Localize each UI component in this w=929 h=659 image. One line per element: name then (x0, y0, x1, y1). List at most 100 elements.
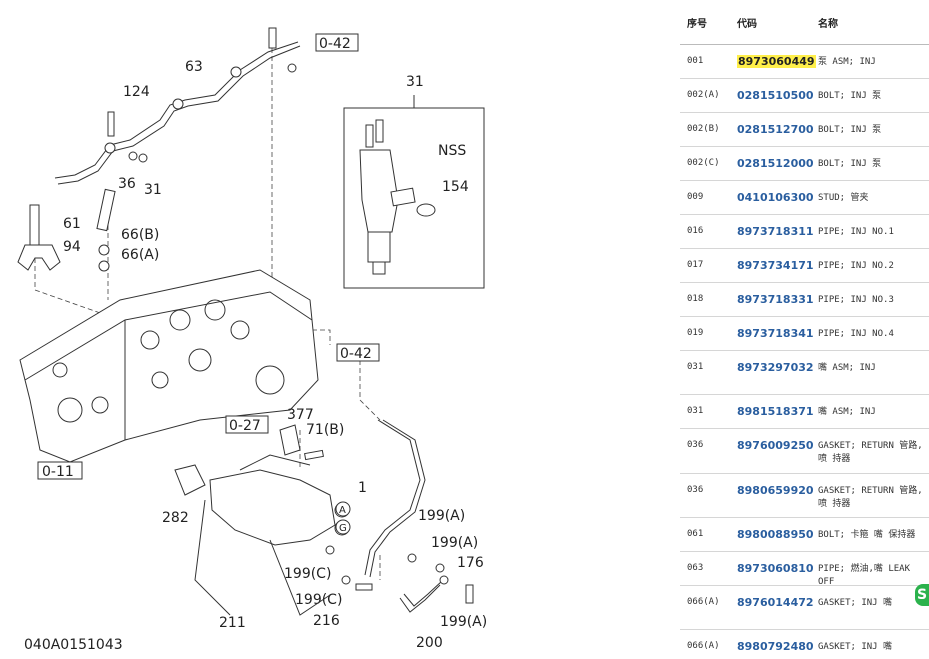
injector-terminal (375, 119, 384, 143)
row-seq: 031 (687, 362, 704, 372)
row-seq: 036 (687, 440, 704, 450)
part-code-text: 8973734171 (737, 259, 814, 272)
callout-66b: 66(B) (121, 227, 159, 243)
row-part-name: 嘴 ASM; INJ (818, 407, 876, 417)
ref-box-0-27[interactable]: 0-27 (225, 415, 269, 434)
callout-36: 36 (118, 176, 136, 192)
part-code-link[interactable]: 0281510500 (730, 79, 814, 102)
header-seq: 序号 (687, 18, 707, 30)
part-code-text: 8973297032 (737, 361, 814, 374)
row-part-name: BOLT; 卡箍 嘴 保持器 (818, 530, 916, 540)
marker-a: A (335, 501, 351, 517)
row-part-name: GASKET; RETURN 管路,喷 持器 (818, 486, 923, 509)
clamp-94 (17, 244, 61, 271)
row-seq: 031 (687, 406, 704, 416)
part-code-link[interactable]: 8980088950 (730, 518, 814, 541)
injection-pump-edge (239, 454, 311, 471)
row-seq: 009 (687, 192, 704, 202)
row-part-name: 泵 ASM; INJ (818, 57, 876, 67)
part-code-link[interactable]: 8973060810 (730, 552, 814, 575)
part-code-link[interactable]: 8973718331 (730, 283, 814, 306)
ref-box-0-11[interactable]: 0-11 (37, 461, 83, 480)
part-code-link[interactable]: 8976014472 (730, 586, 814, 609)
gasket-199c (341, 575, 351, 585)
fuel-hose-200 (399, 584, 441, 613)
callout-199c-2: 199(C) (295, 592, 342, 608)
gasket-66b (98, 244, 110, 256)
row-seq: 066(A) (687, 641, 720, 651)
row-seq: 002(A) (687, 90, 720, 100)
part-code-link[interactable]: 8973060449 (730, 45, 816, 68)
floating-widget-icon[interactable]: S (915, 584, 929, 606)
part-code-text: 8973718331 (737, 293, 814, 306)
row-part-name: GASKET; INJ 嘴 (818, 598, 893, 608)
gasket-199a (407, 553, 417, 563)
callout-94: 94 (63, 239, 81, 255)
ref-box-0-42-top[interactable]: 0-42 (315, 33, 359, 52)
injector-terminal (365, 124, 374, 148)
header-code: 代码 (737, 18, 757, 30)
parts-table-header: 序号 代码 名称 (680, 0, 929, 45)
part-code-text: 8980792480 (737, 640, 814, 653)
table-row[interactable]: 031 8981518371 嘴 ASM; INJ (680, 395, 929, 429)
part-code-text: 8973060449 (737, 55, 816, 68)
svg-text:G: G (339, 523, 347, 534)
part-code-text: 8976014472 (737, 596, 814, 609)
injector-nozzle-body (367, 231, 391, 263)
callout-211: 211 (219, 615, 246, 631)
exploded-parts-diagram: 0-42 0-42 0-27 0-11 31 63 124 36 31 61 9… (17, 27, 487, 653)
injector-tip (372, 261, 386, 275)
part-code-link[interactable]: 0410106300 (730, 181, 814, 204)
banjo-washer (435, 563, 445, 573)
part-code-link[interactable]: 8973718341 (730, 317, 814, 340)
banjo-washer (439, 575, 449, 585)
row-part-name: BOLT; INJ 泵 (818, 125, 882, 135)
callout-31-top: 31 (406, 74, 424, 90)
callout-66a: 66(A) (121, 247, 159, 263)
part-code-text: 0281510500 (737, 89, 814, 102)
part-code-text: 8976009250 (737, 439, 814, 452)
part-code-link[interactable]: 8981518371 (730, 395, 814, 418)
part-code-link[interactable]: 0281512700 (730, 113, 814, 136)
bolt-216 (355, 583, 373, 591)
part-code-link[interactable]: 8976009250 (730, 429, 814, 452)
ref-box-0-42-mid[interactable]: 0-42 (336, 343, 380, 362)
row-part-name: PIPE; INJ NO.3 (818, 295, 894, 305)
row-seq: 017 (687, 260, 704, 270)
gasket-36 (138, 153, 148, 163)
part-code-text: 8980659920 (737, 484, 814, 497)
leader-line (34, 250, 121, 321)
bracket-377 (279, 424, 301, 456)
callout-377: 377 (287, 407, 314, 423)
part-code-link[interactable]: 8973718311 (730, 215, 814, 238)
callout-176: 176 (457, 555, 484, 571)
row-seq: 061 (687, 529, 704, 539)
part-code-link[interactable]: 8980659920 (730, 474, 814, 497)
gasket-66a (98, 260, 110, 272)
part-code-link[interactable]: 0281512000 (730, 147, 814, 170)
cylinder-head-edge (24, 291, 313, 381)
svg-text:0-42: 0-42 (319, 36, 351, 52)
part-code-link[interactable]: 8973734171 (730, 249, 814, 272)
part-code-link[interactable]: 8980792480 (730, 630, 814, 653)
part-code-link[interactable]: 8973297032 (730, 351, 814, 374)
group-line-216 (269, 539, 331, 616)
part-code-text: 0410106300 (737, 191, 814, 204)
